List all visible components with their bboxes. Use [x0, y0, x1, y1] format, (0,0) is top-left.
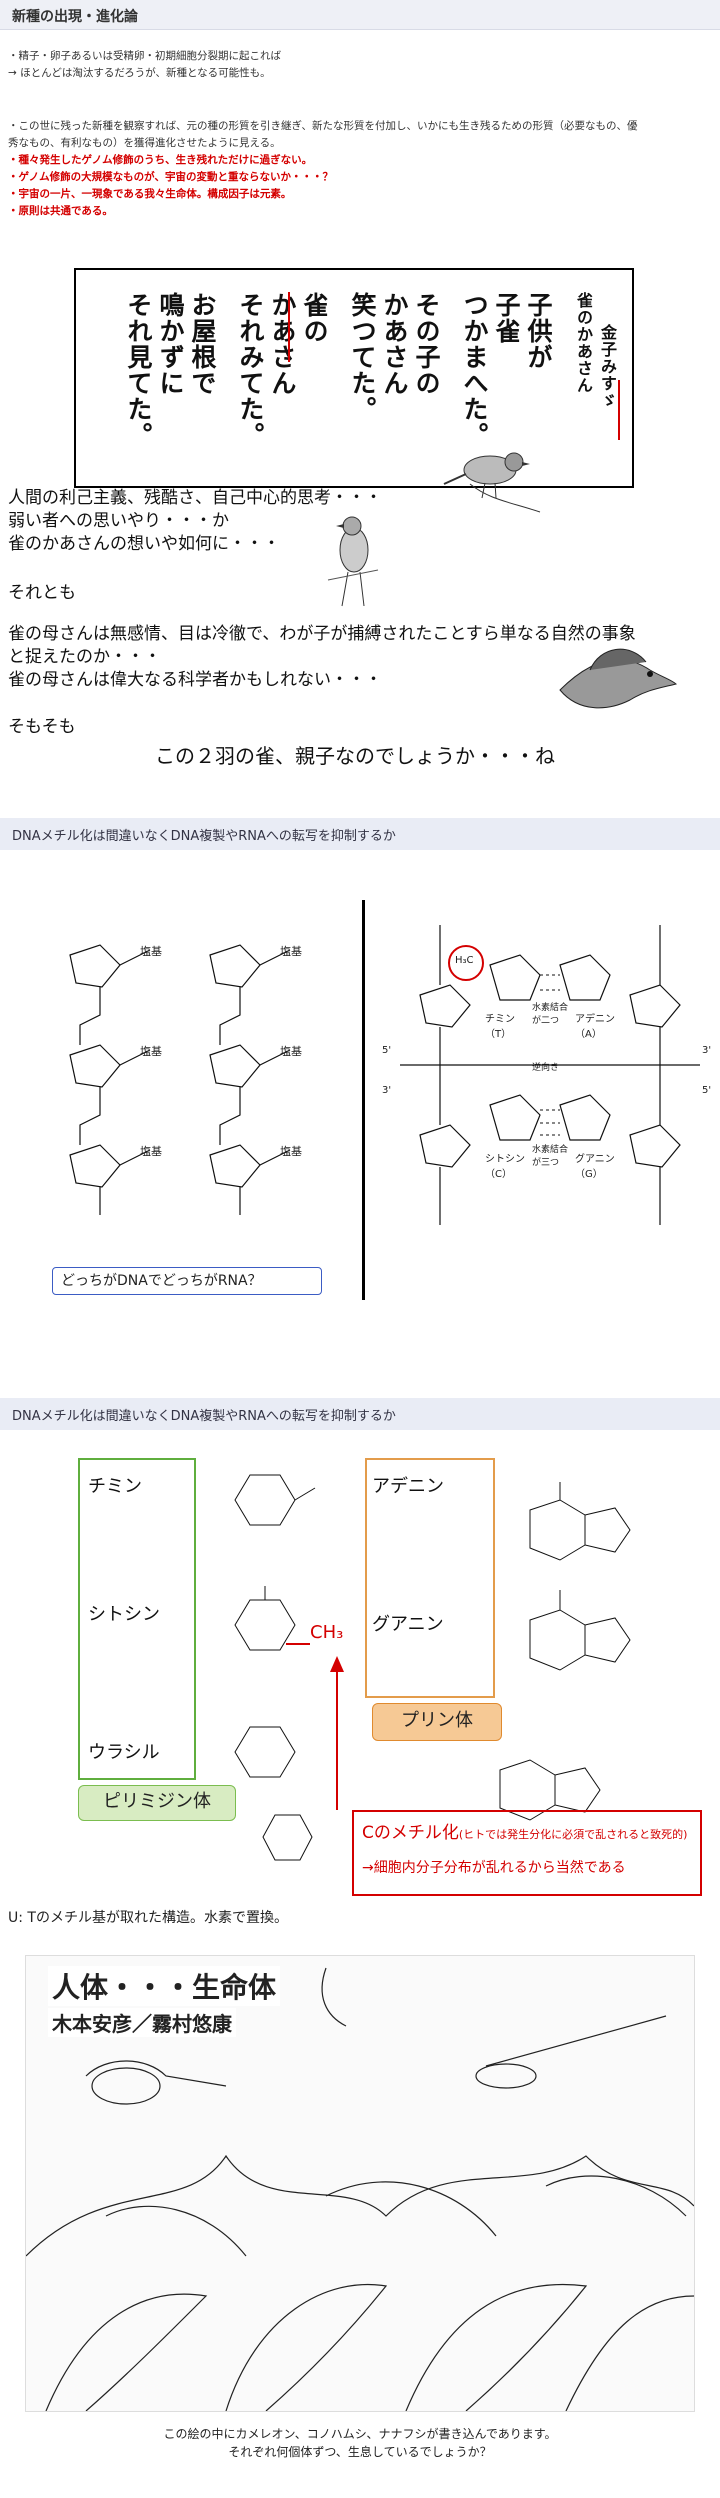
red-line-3: ・宇宙の一片、一現象である我々生命体。構成因子は元素。 — [8, 188, 292, 200]
essay-line-4: それとも — [8, 583, 76, 603]
sparrow-illustration-2 — [327, 516, 379, 607]
poem-line-4: その子の — [412, 292, 441, 396]
illustration-caption: この絵の中にカメレオン、コノハムシ、ナナフシが書き込んであります。 それぞれ何個… — [0, 2425, 720, 2461]
uracil-name: ウラシル — [88, 1742, 160, 1763]
author-underline — [618, 380, 620, 440]
red-line-2: ・ゲノム修飾の大規模なものが、宇宙の変動と重ならないか・・・？ — [8, 171, 333, 183]
essay-block-2: 雀の母さんは無感情、目は冷徹で、わが子が捕縛されたことすら単なる自然の事象 と捉… — [8, 623, 658, 692]
essay-conclusion: この２羽の雀、親子なのでしょうか・・・ね — [155, 744, 555, 768]
guanine-structure — [529, 1590, 631, 1671]
section-band-bases: DNAメチル化は間違いなくDNA複製やRNAへの転写を抑制するか — [0, 1398, 720, 1430]
cytosine-label: シトシン （C） — [485, 1154, 525, 1180]
base-label-2: 塩基 — [140, 1045, 162, 1058]
cytosine-name: シトシン — [88, 1604, 160, 1625]
para-line-2: 秀なもの、有利なもの）を獲得進化させたように見える。 — [8, 137, 281, 149]
red-line-1: ・種々発生したゲノム修飾のうち、生き残れただけに過ぎない。 — [8, 154, 313, 166]
red-line-4: ・原則は共通である。 — [8, 205, 113, 217]
vertical-divider — [362, 900, 365, 1300]
guanine-label: グアニン （G） — [575, 1154, 615, 1180]
essay-line-2: 弱い者への思いやり・・・か — [8, 511, 229, 531]
thymine-structure — [234, 1474, 316, 1526]
essay-line-7: 雀の母さんは偉大なる科学者かもしれない・・・ — [8, 670, 382, 690]
pyrimidine-badge: ピリミジン体 — [78, 1785, 236, 1821]
reverse-label: 逆向き — [532, 1063, 560, 1073]
poem-line-12: それ見てた。 — [124, 292, 153, 448]
essay-block-1: 人間の利己主義、残酷さ、自己中心的思考・・・ 弱い者への思いやり・・・か 雀のか… — [8, 487, 382, 556]
guanine-name: グアニン — [372, 1614, 444, 1635]
essay-line-6: と捉えたのか・・・ — [8, 647, 161, 667]
poem-underline — [288, 292, 290, 362]
poem-line-10: お屋根で — [188, 292, 217, 396]
ch3-label: CH₃ — [310, 1622, 344, 1643]
cytosine-structure — [234, 1586, 296, 1651]
purine-structure — [499, 1759, 601, 1821]
poem-line-6: 笑つてた。 — [348, 292, 377, 422]
base-label-3: 塩基 — [140, 1145, 162, 1158]
uracil-structure — [234, 1726, 296, 1778]
base-label-4: 塩基 — [280, 945, 302, 958]
red-notes: ・種々発生したゲノム修飾のうち、生き残れただけに過ぎない。 ・ゲノム修飾の大規模… — [8, 152, 333, 220]
section-title: 新種の出現・進化論 — [0, 0, 720, 30]
intro-line-2: → ほとんどは淘汰するだろうが、新種となる可能性も。 — [8, 67, 271, 79]
intro-line-1: ・精子・卵子あるいは受精卵・初期細胞分裂期に起これば — [8, 50, 281, 62]
methylation-note: (ヒトでは発生分化に必須で乱されると致死的) — [458, 1828, 688, 1841]
base-label-1: 塩基 — [140, 945, 162, 958]
five-prime-left: 5' — [382, 1045, 392, 1056]
poem-line-9: それみてた。 — [236, 292, 265, 448]
poem-line-5: かあさん — [380, 292, 409, 396]
h3c-label: H₃C — [455, 955, 474, 966]
methylation-arrow-text: →細胞内分子分布が乱れるから当然である — [362, 1860, 626, 1876]
purine-badge: プリン体 — [372, 1703, 502, 1741]
thymine-label: チミン （T） — [485, 1014, 515, 1040]
poem-box: 雀のかあさん 金子みすゞ 子供が 子雀 つかまへた。 その子の かあさん 笑つて… — [74, 268, 634, 488]
poem-line-2: 子雀 — [492, 292, 521, 344]
adenine-structure — [529, 1482, 631, 1561]
base-label-6: 塩基 — [280, 1145, 302, 1158]
uracil-note: U: Tのメチル基が取れた構造。水素で置換。 — [8, 1910, 288, 1926]
paragraph: ・この世に残った新種を観察すれば、元の種の形質を引き継ぎ、新たな形質を付加し、い… — [8, 118, 713, 152]
illustration-credit: 木本安彦／霧村悠康 — [48, 2008, 236, 2037]
three-prime-right: 3' — [702, 1045, 712, 1056]
poem-title: 雀のかあさん — [574, 292, 593, 394]
methyl-arrow — [286, 1643, 344, 1810]
pyrimidine-structure — [262, 1814, 313, 1861]
question-box: どっちがDNAでどっちがRNA？ — [52, 1267, 322, 1295]
para-line-1: ・この世に残った新種を観察すれば、元の種の形質を引き継ぎ、新たな形質を付加し、い… — [8, 120, 638, 132]
adenine-name: アデニン — [372, 1476, 444, 1497]
pyrimidine-box — [78, 1458, 196, 1780]
poem-line-3: つかまへた。 — [460, 292, 489, 448]
adenine-label: アデニン （A） — [575, 1014, 615, 1040]
hbond-two-label: 水素結合 が二つ — [532, 1003, 569, 1026]
poem-author: 金子みすゞ — [598, 324, 617, 409]
intro-text: ・精子・卵子あるいは受精卵・初期細胞分裂期に起これば → ほとんどは淘汰するだろ… — [8, 48, 281, 82]
flying-sparrow-illustration — [559, 648, 677, 709]
illustration-title: 人体・・・生命体 — [48, 1966, 281, 2006]
methylation-note-box: Cのメチル化(ヒトでは発生分化に必須で乱されると致死的) →細胞内分子分布が乱れ… — [352, 1810, 702, 1896]
essay-line-3: 雀のかあさんの想いや如何に・・・ — [8, 534, 280, 554]
essay-line-1: 人間の利己主義、残酷さ、自己中心的思考・・・ — [8, 488, 382, 508]
sparrow-illustration-1 — [443, 452, 541, 513]
poem-line-1: 子供が — [524, 292, 553, 370]
caption-line-1: この絵の中にカメレオン、コノハムシ、ナナフシが書き込んであります。 — [163, 2427, 557, 2441]
purine-box — [365, 1458, 495, 1698]
essay-line-8: そもそも — [8, 717, 76, 737]
leaf-drawing — [26, 1967, 694, 2411]
jungle-illustration: 人体・・・生命体 木本安彦／霧村悠康 — [25, 1955, 695, 2412]
methylation-title: Cのメチル化 — [362, 1823, 459, 1843]
hbond-three-label: 水素結合 が三つ — [532, 1145, 569, 1168]
five-prime-right: 5' — [702, 1085, 712, 1096]
base-label-5: 塩基 — [280, 1045, 302, 1058]
caption-line-2: それぞれ何個体ずつ、生息しているでしょうか？ — [228, 2445, 492, 2459]
base-pair-diagram — [400, 925, 700, 1225]
poem-line-8: かあさん — [268, 292, 297, 396]
thymine-name: チミン — [88, 1476, 142, 1497]
section-band-dna-structure: DNAメチル化は間違いなくDNA複製やRNAへの転写を抑制するか — [0, 818, 720, 850]
poem-line-7: 雀の — [300, 292, 329, 344]
essay-line-5: 雀の母さんは無感情、目は冷徹で、わが子が捕縛されたことすら単なる自然の事象 — [8, 624, 636, 644]
poem-line-11: 鳴かずに — [156, 292, 185, 396]
nucleotide-chain-diagram — [69, 944, 291, 1215]
three-prime-left: 3' — [382, 1085, 392, 1096]
